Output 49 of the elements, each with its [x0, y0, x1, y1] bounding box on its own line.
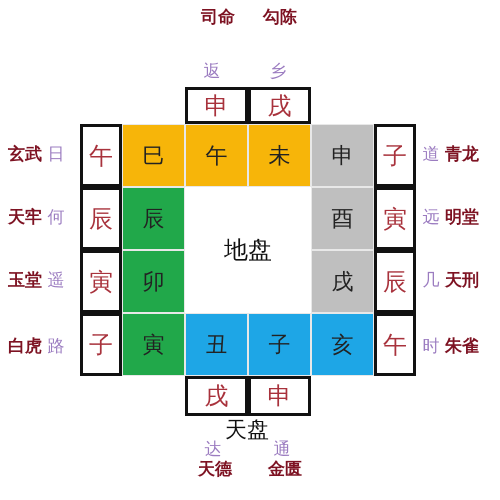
deity-name: 勾陈	[263, 10, 297, 26]
side-character: 乡	[270, 64, 286, 80]
deity-name: 天牢	[8, 210, 42, 226]
earth-branch-cell: 酉	[311, 187, 374, 250]
heaven-branch-cell: 寅	[80, 250, 122, 313]
deity-name: 天德	[198, 462, 232, 478]
deity-name: 玉堂	[8, 272, 42, 290]
side-character: 返	[204, 64, 220, 80]
heaven-branch-cell: 子	[374, 124, 416, 187]
earth-branch-cell: 子	[248, 313, 311, 376]
earth-branch-cell: 戌	[311, 250, 374, 313]
heaven-branch-cell: 戌	[185, 376, 248, 416]
side-character: 几	[422, 272, 440, 290]
deity-name: 玄武	[8, 146, 42, 164]
deity-name: 司命	[201, 10, 235, 26]
side-character: 远	[422, 210, 440, 226]
earth-branch-cell: 寅	[122, 313, 185, 376]
side-character: 时	[422, 338, 440, 356]
deity-name: 白虎	[8, 338, 42, 356]
heaven-branch-cell: 申	[185, 87, 248, 124]
heaven-branch-cell: 午	[80, 124, 122, 187]
earth-branch-cell: 丑	[185, 313, 248, 376]
deity-name: 天刑	[445, 272, 479, 290]
heaven-branch-cell: 申	[248, 376, 311, 416]
side-character: 道	[422, 146, 440, 164]
heaven-branch-cell: 午	[374, 313, 416, 376]
deity-name: 金匮	[268, 462, 302, 478]
earth-branch-cell: 未	[248, 124, 311, 187]
heaven-branch-cell: 辰	[374, 250, 416, 313]
deity-name: 明堂	[445, 210, 479, 226]
side-character: 遥	[48, 272, 64, 290]
side-character: 日	[48, 146, 64, 164]
side-character: 何	[48, 210, 64, 226]
plate-title: 天盘	[225, 420, 269, 442]
side-character: 通	[274, 442, 290, 458]
side-character: 路	[48, 338, 64, 356]
heaven-branch-cell: 寅	[374, 187, 416, 250]
earth-branch-cell: 巳	[122, 124, 185, 187]
side-character: 达	[204, 442, 222, 458]
earth-branch-cell: 申	[311, 124, 374, 187]
earth-branch-cell: 亥	[311, 313, 374, 376]
heaven-branch-cell: 子	[80, 313, 122, 376]
deity-name: 青龙	[445, 146, 479, 164]
earth-branch-cell: 卯	[122, 250, 185, 313]
earth-branch-cell: 辰	[122, 187, 185, 250]
deity-name: 朱雀	[445, 338, 479, 356]
earth-branch-cell: 午	[185, 124, 248, 187]
heaven-branch-cell: 辰	[80, 187, 122, 250]
heaven-branch-cell: 戌	[248, 87, 311, 124]
